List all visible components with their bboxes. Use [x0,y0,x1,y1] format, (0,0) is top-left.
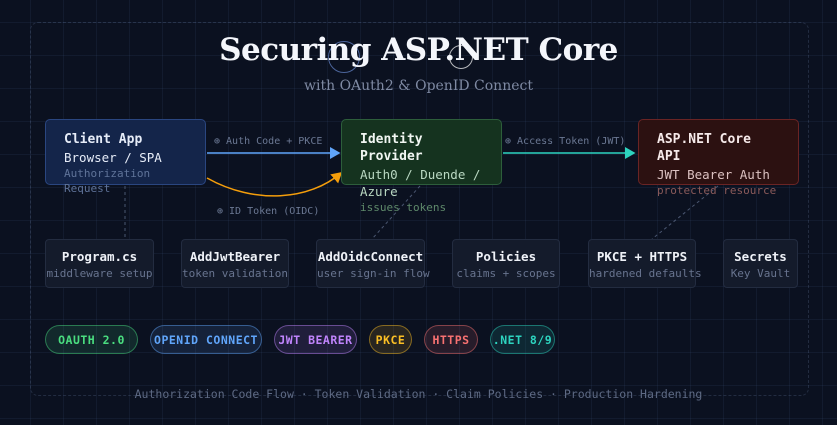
component-pkce-https: PKCE + HTTPS hardened defaults [588,239,702,288]
component-addoidcconnect: AddOidcConnect user sign-in flow [316,239,430,288]
identity-provider-node: Identity Provider Auth0 / Duende / Azure… [341,119,502,214]
dotnet-logo-ring-icon [328,41,360,73]
tag-openid-connect: OPENID CONNECT [150,325,262,354]
flow-label-id-token: ⊕ ID Token (OIDC) [217,206,320,217]
dropline-api [651,185,719,240]
component-title: AddOidcConnect [317,249,424,264]
client-app-node: Client App Browser / SPA Authorization R… [45,119,206,195]
component-desc: hardened defaults [589,267,702,280]
tag-pkce: PKCE [369,325,412,354]
component-desc: middleware setup [46,267,153,280]
flow-label-access-token: ⊕ Access Token (JWT) [505,136,626,147]
client-app-subtitle: Browser / SPA [64,150,162,165]
tag-jwt-bearer: JWT BEARER [274,325,357,354]
identity-provider-title: Identity Provider [360,132,423,164]
page-subtitle: with OAuth2 & OpenID Connect [304,78,533,94]
client-app-detail: Authorization Request [64,167,151,195]
aspnet-api-title: ASP.NET Core API [657,132,751,164]
oidc-logo-ring-icon [449,45,473,69]
component-title: AddJwtBearer [189,249,281,264]
component-addjwtbearer: AddJwtBearer token validation [181,239,289,288]
aspnet-api-subtitle: JWT Bearer Auth [657,167,770,182]
page-title: Securing ASP.NET Core [219,32,618,68]
component-title: Policies [475,249,537,264]
diagram-frame [30,22,809,396]
component-policies: Policies claims + scopes [452,239,560,288]
component-desc: token validation [182,267,288,280]
component-title: Secrets [734,249,787,264]
component-title: PKCE + HTTPS [596,249,688,264]
tag-dotnet: .NET 8/9 [490,325,555,354]
component-program-cs: Program.cs middleware setup [45,239,154,288]
aspnet-api-detail: protected resource [657,184,777,197]
component-title: Program.cs [61,249,138,264]
client-app-title: Client App [64,132,143,147]
aspnet-api-node: ASP.NET Core API JWT Bearer Auth protect… [638,119,799,197]
identity-provider-detail: issues tokens [360,201,447,214]
tag-oauth2: OAUTH 2.0 [45,325,138,354]
component-desc: Key Vault [730,267,791,280]
arrow-id-token [206,172,343,197]
tag-https: HTTPS [424,325,478,354]
footer-caption: Authorization Code Flow · Token Validati… [134,387,703,401]
flow-label-auth-code: ⊕ Auth Code + PKCE [214,136,323,147]
component-secrets: Secrets Key Vault [723,239,798,288]
component-desc: claims + scopes [456,267,556,280]
component-desc: user sign-in flow [317,267,430,280]
identity-provider-subtitle: Auth0 / Duende / Azure [360,167,481,199]
